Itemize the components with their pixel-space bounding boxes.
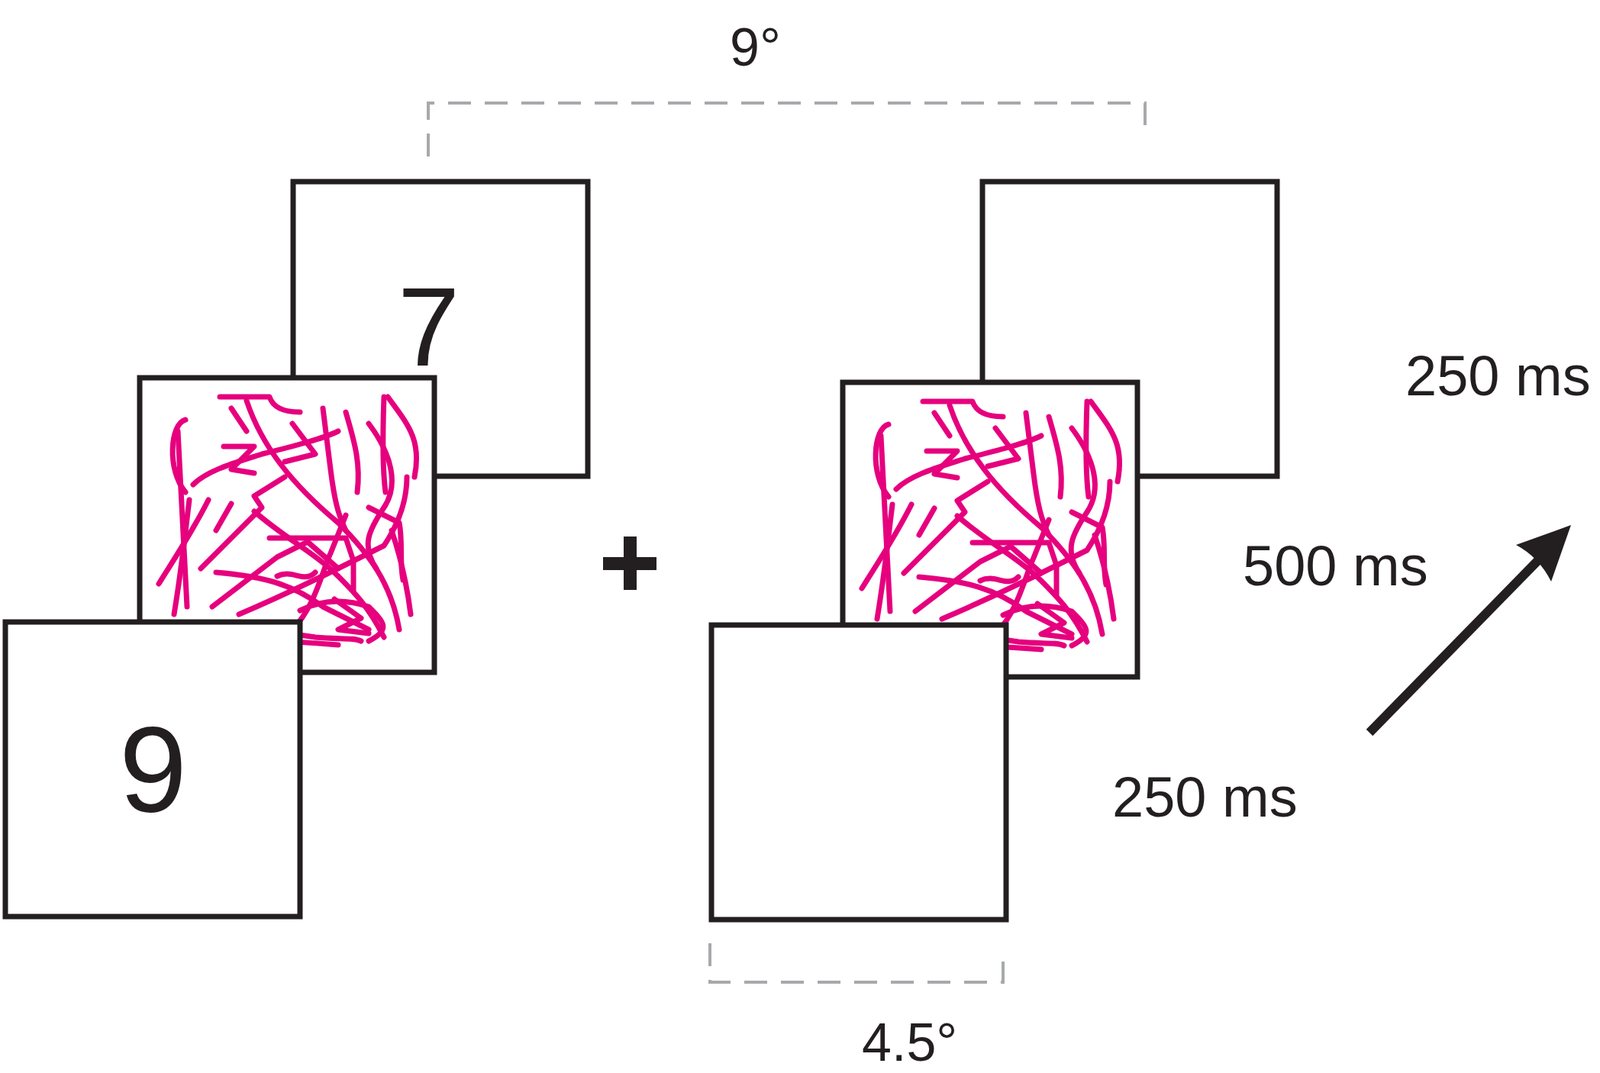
duration-label: 250 ms <box>1112 769 1298 826</box>
stimulus-frame: 9 <box>5 622 300 917</box>
digit-stimulus: 9 <box>119 708 188 831</box>
dimension-label: 4.5° <box>861 1016 958 1070</box>
stimulus-frame: 7 <box>293 181 588 477</box>
duration-label: 500 ms <box>1242 538 1429 595</box>
arrow-head <box>1516 525 1571 582</box>
fixation-cross <box>623 536 637 591</box>
width-bracket <box>428 103 1146 157</box>
scribble-mask <box>158 396 417 646</box>
digit-stimulus: 7 <box>397 271 460 384</box>
stimulus-frame <box>5 622 300 917</box>
size-bracket <box>709 943 1004 983</box>
duration-label: 250 ms <box>1405 348 1591 405</box>
dimension-label: 9° <box>729 20 781 75</box>
scribble-mask <box>861 401 1120 650</box>
blank-frame <box>711 625 1007 920</box>
